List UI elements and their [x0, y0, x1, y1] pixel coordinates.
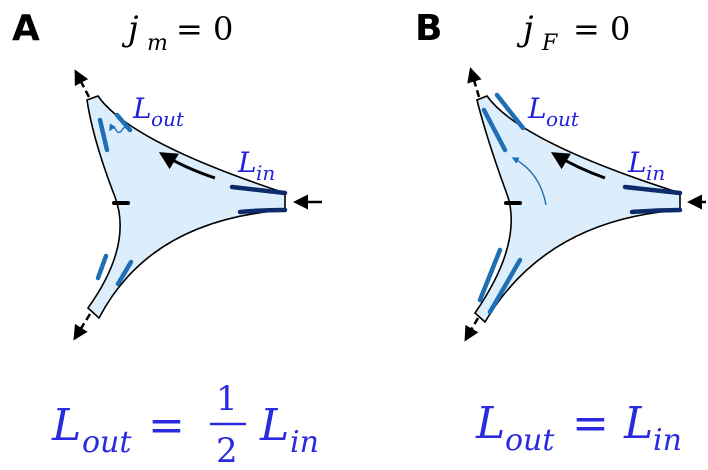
eq-denominator-a: 2 [216, 431, 238, 470]
eq-lhs-var-b: L [475, 398, 505, 449]
eq-equals-a: = [148, 400, 185, 451]
condition-rhs-a: = 0 [176, 10, 233, 48]
panel-letter-a: A [12, 8, 40, 49]
label-out-b: L out [527, 92, 580, 131]
label-in-sub-b: in [646, 161, 665, 185]
eq-lhs-sub-a: out [82, 425, 132, 460]
panel-a: A j m = 0 L out L in [12, 8, 322, 470]
eq-equals-b: = [572, 398, 609, 449]
label-out-var-b: L [527, 92, 547, 125]
eq-rhs-var-a: L [259, 400, 289, 451]
eq-lhs-sub-b: out [505, 423, 555, 458]
panel-letter-b: B [415, 8, 442, 49]
outlet-arrow-top-b [471, 70, 479, 97]
eq-rhs-sub-b: in [653, 423, 682, 458]
label-out-sub-a: out [151, 107, 185, 131]
equation-b: L out = L in [475, 398, 682, 458]
panel-b: B j F = 0 L out L in L out = [415, 8, 706, 458]
outlet-arrow-bottom-a [75, 314, 90, 338]
condition-var-b: j [516, 9, 534, 49]
eq-rhs-var-b: L [623, 398, 653, 449]
outlet-arrow-bottom-b [466, 318, 478, 339]
label-in-var-a: L [237, 146, 257, 179]
condition-sub-a: m [147, 31, 168, 56]
outlet-arrow-top-a [76, 72, 89, 97]
label-out-a: L out [132, 92, 185, 131]
label-out-sub-b: out [546, 107, 580, 131]
segment-out-bottom-left-a [98, 256, 106, 278]
condition-b: j F = 0 [516, 9, 630, 56]
equation-a: L out = 1 2 L in [51, 379, 319, 470]
label-in-sub-a: in [256, 161, 275, 185]
segment-in-bottom-b [632, 210, 680, 212]
segment-in-bottom-a [240, 210, 285, 212]
condition-sub-b: F [541, 31, 558, 56]
condition-a: j m = 0 [121, 9, 233, 56]
label-out-var-a: L [132, 92, 152, 125]
condition-var-a: j [121, 9, 139, 49]
eq-numerator-a: 1 [216, 379, 238, 419]
eq-lhs-var-a: L [51, 400, 81, 451]
condition-rhs-b: = 0 [573, 10, 630, 48]
eq-rhs-sub-a: in [290, 425, 319, 460]
label-in-var-b: L [627, 146, 647, 179]
